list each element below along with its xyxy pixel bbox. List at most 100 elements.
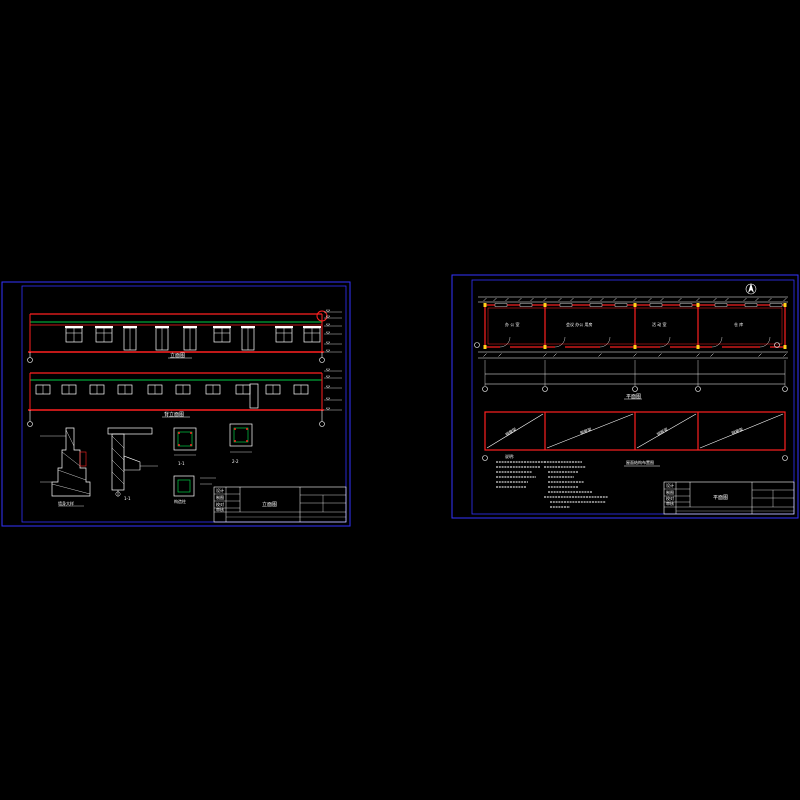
left-title-row-draw: 制图 xyxy=(216,494,224,500)
room-label-office: 办 公 室 xyxy=(505,321,520,327)
front-elevation-level-marks xyxy=(324,309,342,353)
plan-door-swing-2 xyxy=(599,336,611,348)
plan-window-top-9 xyxy=(769,303,783,307)
dim-tick-6 xyxy=(658,353,662,357)
dim-tick-9 xyxy=(758,353,762,357)
floor-plan: 办 公 室 会议 办公 用房 活 动 室 仓 库 平面图 xyxy=(474,296,788,400)
right-title-row-check: 校对 xyxy=(666,495,674,501)
roof-bays: 钢屋架钢屋架钢屋架钢屋架 xyxy=(486,412,784,450)
plan-door-swing-1 xyxy=(554,336,566,348)
plan-door-swing-4 xyxy=(711,336,723,348)
roof-beam-label-3: 钢屋架 xyxy=(730,426,743,436)
roof-plan-label: 屋面结构布置图 xyxy=(626,459,654,465)
dim-tick-17 xyxy=(725,297,729,302)
wall-section-label: 墙身大样 xyxy=(58,500,74,506)
right-title-row-draw: 制图 xyxy=(666,489,674,495)
dim-tick-3 xyxy=(518,297,522,302)
column-section-1: 1-1 xyxy=(173,427,197,466)
front-elevation-windows xyxy=(65,326,321,351)
left-sheet-inner-frame xyxy=(21,285,347,523)
north-arrow-icon xyxy=(745,283,757,295)
dim-tick-19 xyxy=(755,297,759,302)
roof-structure-plan: 钢屋架钢屋架钢屋架钢屋架 屋面结构布置图 xyxy=(482,411,788,467)
roof-bracing-3 xyxy=(699,413,784,449)
right-drawing-name: 平面图 xyxy=(713,495,728,501)
back-elevation: 背立面图 xyxy=(27,368,342,427)
dim-tick-6 xyxy=(558,297,562,302)
left-sheet-outer-frame xyxy=(1,281,351,527)
roof-beam-label-1: 钢屋架 xyxy=(579,426,592,436)
dim-tick-14 xyxy=(678,297,682,302)
right-sheet-outer-frame xyxy=(451,274,799,519)
roof-beam-label-0: 钢屋架 xyxy=(504,426,517,437)
right-sheet: 办 公 室 会议 办公 用房 活 动 室 仓 库 平面图 钢屋架钢屋架钢屋架钢屋… xyxy=(451,274,799,519)
axis-side-bubble-0 xyxy=(474,342,480,348)
wall-section-detail: 墙身大样 xyxy=(40,427,91,507)
plan-window-top-2 xyxy=(559,303,573,307)
constructional-column-label: 构造柱 xyxy=(174,498,186,504)
dim-tick-8 xyxy=(588,297,592,302)
dim-tick-18 xyxy=(743,297,747,302)
room-label-storage: 仓 库 xyxy=(734,321,743,327)
axis-bubble-2 xyxy=(632,386,638,392)
notes-title: 说明: xyxy=(505,453,514,459)
plan-window-top-1 xyxy=(519,303,533,307)
roof-bracing-1 xyxy=(546,413,634,449)
dim-tick-1 xyxy=(493,297,497,302)
dim-tick-20 xyxy=(768,297,772,302)
column-section-1-label: 1-1 xyxy=(178,461,185,466)
right-title-row-design: 设计 xyxy=(666,482,674,488)
left-title-block: 设计 制图 校对 审核 立面图 xyxy=(213,486,347,523)
plan-window-top-0 xyxy=(494,303,508,307)
left-drawing-name: 立面图 xyxy=(262,501,277,508)
right-title-block: 设计 制图 校对 审核 平面图 xyxy=(663,481,795,515)
constructional-column-detail: 构造柱 xyxy=(173,475,216,504)
back-elevation-windows xyxy=(35,383,309,409)
dim-tick-12 xyxy=(648,297,652,302)
plan-axis-bubbles xyxy=(474,342,788,392)
plan-door-swing-5 xyxy=(759,336,771,348)
axis-bubble-3 xyxy=(695,386,701,392)
axis-bubble-1 xyxy=(542,386,548,392)
axis-bubble-0 xyxy=(482,386,488,392)
dim-tick-4 xyxy=(530,297,534,302)
room-label-meeting: 会议 办公 用房 xyxy=(566,321,593,327)
roof-bracing-0 xyxy=(486,413,544,449)
plan-window-top-4 xyxy=(614,303,628,307)
axis-bubble-4 xyxy=(782,386,788,392)
dim-tick-16 xyxy=(713,297,717,302)
plan-partition-walls xyxy=(483,303,787,349)
front-elevation-label: 立面图 xyxy=(170,352,185,359)
dim-tick-3 xyxy=(553,353,557,357)
left-title-row-check: 校对 xyxy=(216,501,224,507)
dim-tick-8 xyxy=(710,353,714,357)
plan-door-swing-3 xyxy=(659,336,671,348)
eave-detail: 1-1 xyxy=(107,427,158,501)
dim-tick-15 xyxy=(696,297,700,302)
dim-tick-10 xyxy=(613,297,617,302)
dim-tick-2 xyxy=(505,297,509,302)
axis-side-bubble-1 xyxy=(774,342,780,348)
dim-tick-21 xyxy=(783,297,787,302)
design-notes: 说明: xyxy=(496,453,608,508)
plan-top-dimension-ticks xyxy=(483,297,787,302)
back-door xyxy=(249,383,259,409)
dim-tick-11 xyxy=(633,297,637,302)
left-title-row-approve: 审核 xyxy=(216,506,224,512)
notes-text-lines xyxy=(496,461,608,508)
dim-tick-9 xyxy=(600,297,604,302)
dim-tick-10 xyxy=(783,353,787,357)
plan-window-top-3 xyxy=(589,303,603,307)
dim-tick-2 xyxy=(543,353,547,357)
dim-tick-0 xyxy=(483,353,487,357)
column-section-2-label: 2-2 xyxy=(232,459,239,464)
right-title-row-approve: 审核 xyxy=(666,500,674,506)
room-label-activity: 活 动 室 xyxy=(652,321,667,327)
plan-window-top-6 xyxy=(679,303,693,307)
dim-tick-7 xyxy=(696,353,700,357)
plan-bottom-dimension-ticks xyxy=(483,353,787,357)
plan-label: 平面图 xyxy=(626,394,641,400)
dim-tick-0 xyxy=(483,297,487,302)
plan-window-top-8 xyxy=(744,303,758,307)
